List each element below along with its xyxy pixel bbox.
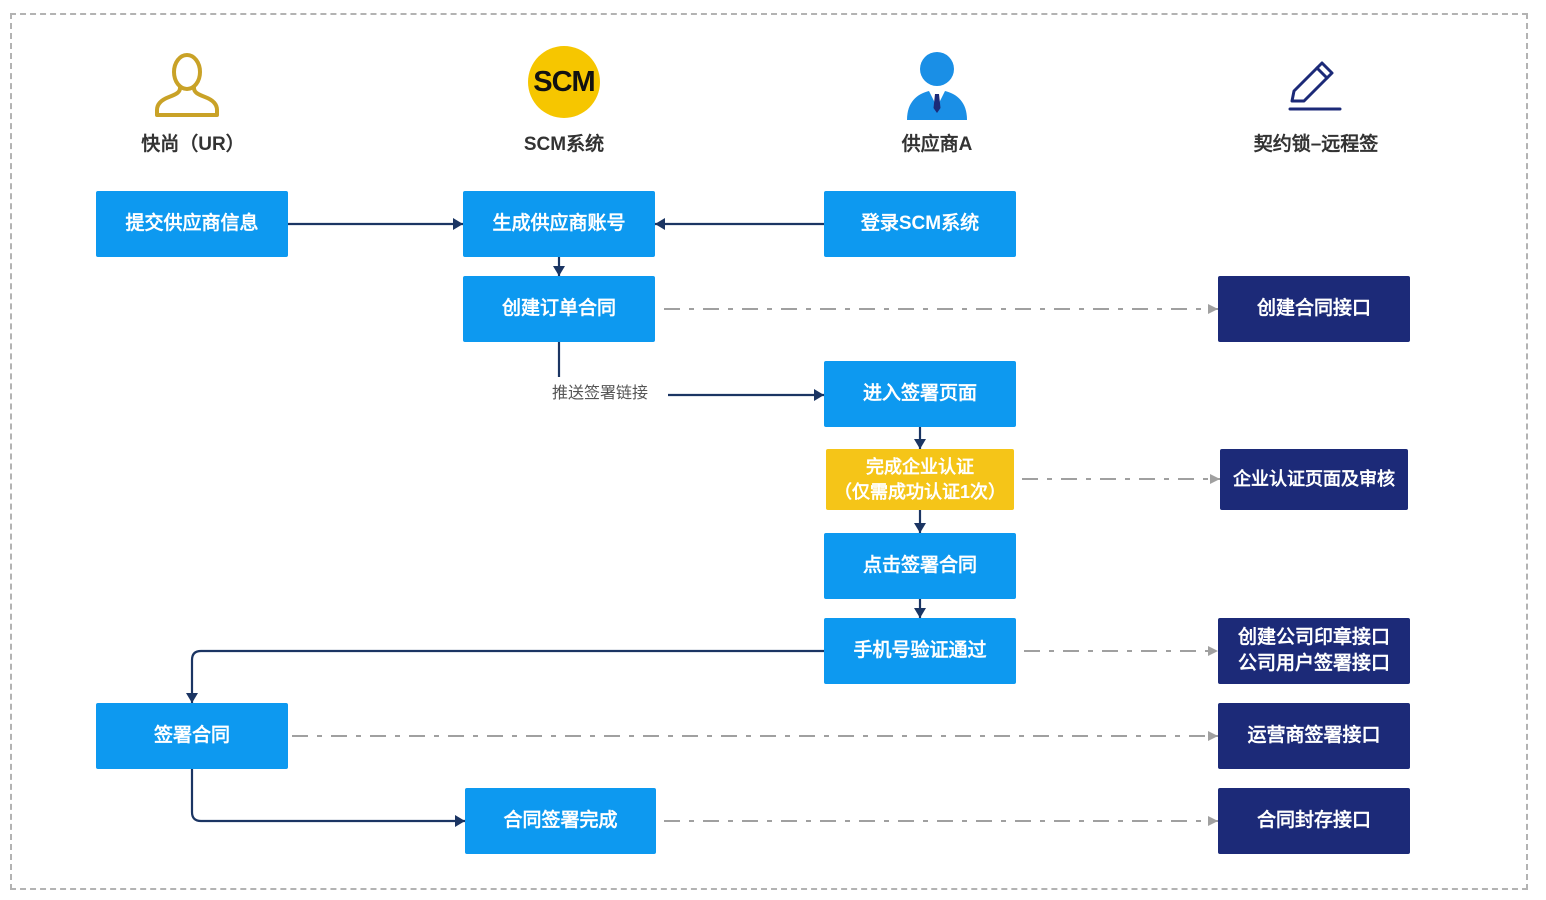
node-label: 进入签署页面 bbox=[862, 383, 977, 404]
node-sign-contract: 签署合同 bbox=[96, 703, 288, 769]
node-create-contract-api: 创建合同接口 bbox=[1218, 276, 1410, 342]
node-contract-signed: 合同签署完成 bbox=[465, 788, 656, 854]
node-generate-supplier-account: 生成供应商账号 bbox=[463, 191, 655, 257]
node-label: 点击签署合同 bbox=[862, 555, 977, 576]
node-submit-supplier-info: 提交供应商信息 bbox=[96, 191, 288, 257]
supplier-avatar-icon bbox=[907, 52, 967, 120]
node-label-line-2: 公司用户签署接口 bbox=[1237, 653, 1390, 674]
diagram-frame bbox=[10, 13, 1528, 890]
user-outline-icon bbox=[155, 53, 219, 117]
node-label: 提交供应商信息 bbox=[125, 213, 259, 234]
node-label: 手机号验证通过 bbox=[853, 640, 987, 661]
lane-title-scm: SCM系统 bbox=[523, 134, 605, 155]
node-label-line-1: 创建公司印章接口 bbox=[1237, 627, 1390, 648]
node-label: 生成供应商账号 bbox=[492, 213, 626, 234]
node-enter-sign-page: 进入签署页面 bbox=[824, 361, 1016, 427]
node-click-sign-contract: 点击签署合同 bbox=[824, 533, 1016, 599]
node-phone-verified: 手机号验证通过 bbox=[824, 618, 1016, 684]
node-label: 创建订单合同 bbox=[501, 298, 616, 319]
pen-icon bbox=[1288, 61, 1342, 111]
node-operator-sign-api: 运营商签署接口 bbox=[1218, 703, 1410, 769]
lane-title-qiyuesuo: 契约锁–远程签 bbox=[1253, 134, 1379, 155]
node-create-order-contract: 创建订单合同 bbox=[463, 276, 655, 342]
node-enterprise-cert-page-review: 企业认证页面及审核 bbox=[1220, 449, 1408, 510]
node-label-line-1: 完成企业认证 bbox=[866, 456, 974, 477]
node-label-line-2: （仅需成功认证1次） bbox=[833, 481, 1006, 502]
node-label: 创建合同接口 bbox=[1256, 298, 1371, 319]
node-complete-enterprise-cert: 完成企业认证 （仅需成功认证1次） bbox=[826, 449, 1014, 510]
node-label: 登录SCM系统 bbox=[860, 213, 980, 234]
node-label: 合同签署完成 bbox=[503, 810, 618, 831]
node-label: 运营商签署接口 bbox=[1247, 725, 1381, 746]
scm-logo-icon: SCM bbox=[528, 46, 600, 118]
node-contract-archive-api: 合同封存接口 bbox=[1218, 788, 1410, 854]
node-label: 合同封存接口 bbox=[1256, 810, 1371, 831]
node-label: 企业认证页面及审核 bbox=[1233, 469, 1395, 489]
node-login-scm: 登录SCM系统 bbox=[824, 191, 1016, 257]
edge-label-push-sign-link: 推送签署链接 bbox=[552, 385, 649, 402]
scm-logo-text: SCM bbox=[533, 65, 595, 98]
node-label: 签署合同 bbox=[153, 725, 230, 746]
node-seal-and-user-sign-api: 创建公司印章接口 公司用户签署接口 bbox=[1218, 618, 1410, 684]
lane-title-supplier: 供应商A bbox=[901, 134, 973, 155]
lane-title-ur: 快尚（UR） bbox=[141, 134, 245, 155]
